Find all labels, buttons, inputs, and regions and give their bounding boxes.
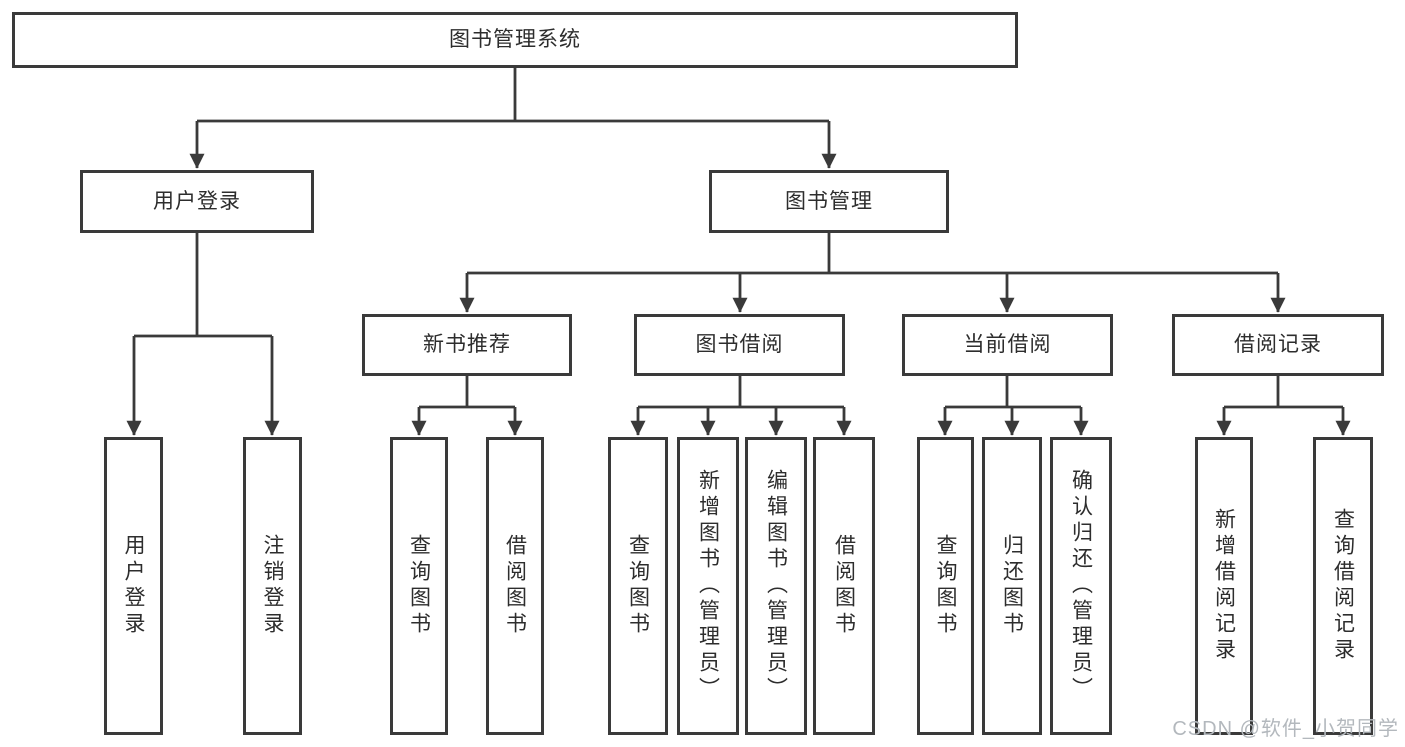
leaf-cb-query-books: 查询图书 (917, 437, 974, 735)
leaf-rec-query-books: 查询图书 (390, 437, 448, 735)
leaf-cb-return-books: 归还图书 (982, 437, 1042, 735)
leaf-bb-query-books: 查询图书 (608, 437, 668, 735)
leaf-cb-confirm-return-admin: 确认归还（管理员） (1050, 437, 1112, 735)
leaf-br-add-record: 新增借阅记录 (1195, 437, 1253, 735)
leaf-bb-edit-books-admin: 编辑图书（管理员） (745, 437, 807, 735)
node-book-borrow: 图书借阅 (634, 314, 845, 376)
node-user-login: 用户登录 (80, 170, 314, 233)
node-new-book-rec: 新书推荐 (362, 314, 572, 376)
node-book-mgmt: 图书管理 (709, 170, 949, 233)
leaf-user-login: 用户登录 (104, 437, 163, 735)
leaf-logout: 注销登录 (243, 437, 302, 735)
node-borrow-records: 借阅记录 (1172, 314, 1384, 376)
leaf-bb-add-books-admin: 新增图书（管理员） (677, 437, 739, 735)
node-root: 图书管理系统 (12, 12, 1018, 68)
leaf-br-query-record: 查询借阅记录 (1313, 437, 1373, 735)
leaf-bb-borrow-books: 借阅图书 (813, 437, 875, 735)
node-current-borrow: 当前借阅 (902, 314, 1113, 376)
leaf-rec-borrow-books: 借阅图书 (486, 437, 544, 735)
csdn-watermark: CSDN @软件_小贺同学 (1172, 718, 1399, 740)
